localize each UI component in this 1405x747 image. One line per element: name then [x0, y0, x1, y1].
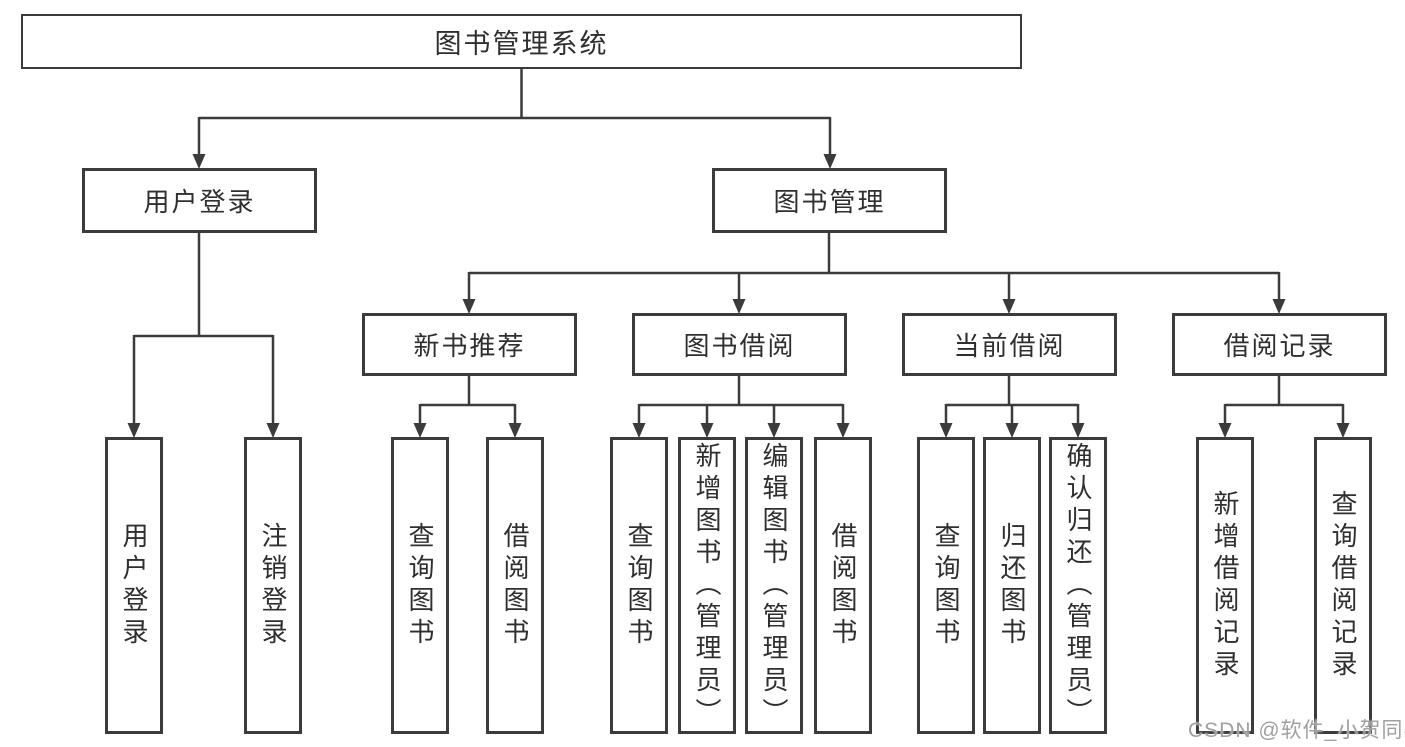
leaf-recommend-borrow-books: 借阅图书: [486, 437, 544, 734]
leaf-current-query-books: 查询图书: [917, 437, 975, 734]
leaf-borrow-books-label: 借阅图书: [828, 521, 858, 650]
node-user-login-label: 用户登录: [143, 187, 256, 217]
leaf-borrow-query-books-label: 查询图书: [624, 521, 654, 650]
leaf-recommend-borrow-books-label: 借阅图书: [500, 521, 530, 650]
node-current-borrow: 当前借阅: [902, 313, 1117, 376]
leaf-add-book-admin-label: 新增图书（管理员）: [692, 441, 722, 730]
node-book-borrow-label: 图书借阅: [683, 331, 796, 361]
leaf-add-borrow-record-label: 新增借阅记录: [1210, 489, 1240, 682]
node-user-login: 用户登录: [82, 168, 317, 233]
leaf-borrow-query-books: 查询图书: [610, 437, 668, 734]
node-book-management-label: 图书管理: [773, 187, 886, 217]
leaf-return-books-label: 归还图书: [997, 521, 1027, 650]
node-current-borrow-label: 当前借阅: [953, 331, 1066, 361]
node-borrow-records-label: 借阅记录: [1223, 331, 1336, 361]
node-book-management: 图书管理: [712, 168, 947, 233]
leaf-borrow-books: 借阅图书: [814, 437, 872, 734]
node-book-borrow: 图书借阅: [632, 313, 847, 376]
leaf-recommend-query-books-label: 查询图书: [405, 521, 435, 650]
leaf-recommend-query-books: 查询图书: [391, 437, 449, 734]
leaf-query-borrow-record-label: 查询借阅记录: [1328, 489, 1358, 682]
node-new-book-recommend: 新书推荐: [362, 313, 577, 376]
leaf-return-books: 归还图书: [983, 437, 1041, 734]
leaf-query-borrow-record: 查询借阅记录: [1314, 437, 1372, 734]
node-root-label: 图书管理系统: [434, 29, 609, 59]
leaf-edit-book-admin: 编辑图书（管理员）: [745, 437, 803, 734]
leaf-confirm-return-admin: 确认归还（管理员）: [1049, 437, 1107, 734]
leaf-add-book-admin: 新增图书（管理员）: [678, 437, 736, 734]
leaf-current-query-books-label: 查询图书: [931, 521, 961, 650]
node-borrow-records: 借阅记录: [1172, 313, 1387, 376]
leaf-logout: 注销登录: [244, 437, 302, 734]
leaf-add-borrow-record: 新增借阅记录: [1196, 437, 1254, 734]
node-new-book-recommend-label: 新书推荐: [413, 331, 526, 361]
leaf-edit-book-admin-label: 编辑图书（管理员）: [759, 441, 789, 730]
node-root-system: 图书管理系统: [21, 14, 1022, 69]
leaf-confirm-return-admin-label: 确认归还（管理员）: [1063, 441, 1093, 730]
leaf-user-login: 用户登录: [105, 437, 163, 734]
leaf-logout-label: 注销登录: [258, 521, 288, 650]
leaf-user-login-label: 用户登录: [119, 521, 149, 650]
watermark: CSDN @软件_小贺同学: [1188, 719, 1405, 742]
